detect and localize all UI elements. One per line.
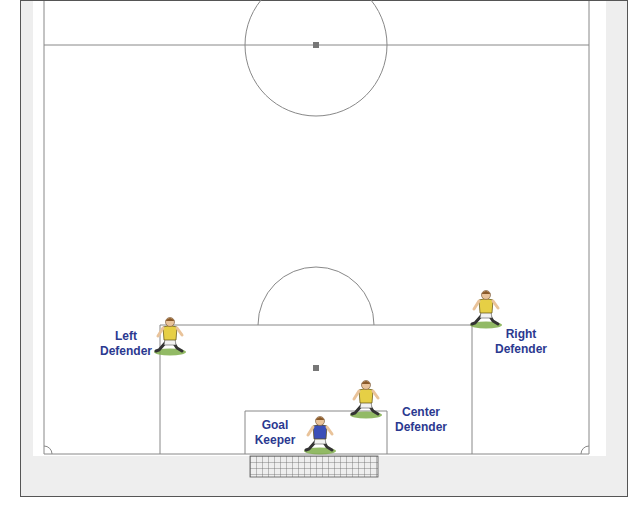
corner-arc xyxy=(581,446,589,454)
penalty-spot xyxy=(313,365,319,371)
center-circle xyxy=(245,45,387,116)
position-label: Goal Keeper xyxy=(249,418,301,448)
field-ground xyxy=(33,1,606,456)
player-figure xyxy=(350,381,382,419)
position-label: Left Defender xyxy=(95,329,157,359)
touch-lines xyxy=(44,1,589,454)
position-label: Right Defender xyxy=(490,327,552,357)
frame xyxy=(21,1,628,497)
corner-arc xyxy=(44,446,52,454)
pitch-lines xyxy=(44,0,589,454)
position-label: Center Defender xyxy=(390,405,452,435)
player-figure xyxy=(154,318,186,356)
goalkeeper-figure xyxy=(304,417,336,455)
player-figure xyxy=(470,291,502,329)
center-spot xyxy=(313,42,319,48)
center-circle xyxy=(245,0,387,45)
penalty-arc xyxy=(258,267,374,325)
goal-net xyxy=(250,456,378,477)
penalty-box xyxy=(160,325,472,454)
